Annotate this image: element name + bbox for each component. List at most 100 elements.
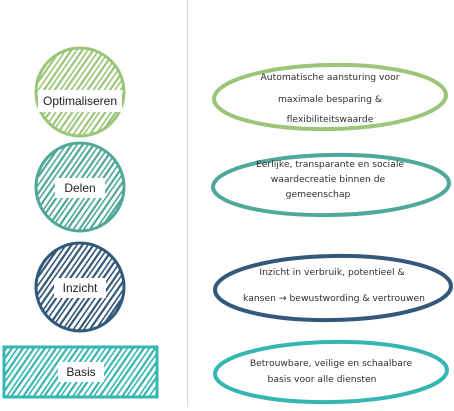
hatch-stroke — [0, 137, 33, 237]
hatch-stroke — [178, 237, 248, 337]
hatch-stroke — [36, 143, 40, 231]
hatch-stroke — [100, 243, 124, 331]
hatch-stroke — [83, 243, 124, 331]
oval-inzicht — [213, 253, 453, 323]
hatch-stroke — [151, 237, 220, 337]
hatch-stroke — [227, 137, 297, 237]
description-basis-line-1: Betrouwbare, veilige en schaalbare — [250, 358, 413, 369]
hatch-stroke — [227, 237, 297, 337]
hatch-stroke — [125, 351, 157, 397]
hatch-stroke — [87, 347, 125, 397]
layer-optimaliseren: Optimaliseren — [0, 42, 269, 142]
hatch-stroke — [4, 347, 15, 362]
circle-optimaliseren — [34, 46, 126, 138]
hatch-stroke — [223, 137, 292, 237]
hatch-stroke — [145, 237, 215, 337]
description-optimaliseren-line-3: flexibiliteitswaarde — [287, 114, 374, 125]
oval-optimaliseren — [212, 62, 448, 132]
hatch-stroke — [140, 42, 209, 142]
hatch-stroke — [110, 143, 124, 231]
hatch-stroke — [167, 137, 236, 237]
hatch-stroke — [116, 143, 124, 231]
hatch-stroke — [134, 137, 203, 237]
description-delen: Eerlijke, transparante en sociale waarde… — [211, 152, 451, 218]
hatch-stroke — [122, 143, 124, 231]
hatch-stroke — [151, 137, 220, 237]
hatch-stroke — [134, 237, 203, 337]
hatch-stroke — [141, 374, 157, 397]
hatch-stroke — [114, 347, 152, 397]
hatch-stroke — [0, 237, 33, 337]
hatch-stroke — [131, 359, 157, 397]
hatch-stroke — [89, 143, 124, 231]
hatch-stroke — [184, 237, 253, 337]
hatch-stroke — [167, 42, 236, 142]
label-bg-basis — [58, 362, 104, 382]
hatch-stroke — [200, 42, 269, 142]
hatch-stroke — [108, 347, 147, 397]
label-basis: Basis — [66, 365, 95, 379]
description-basis: Betrouwbare, veilige en schaalbare basis… — [213, 339, 449, 405]
hatch-stroke — [161, 137, 231, 237]
hatch-stroke — [0, 237, 28, 337]
hatch-stroke — [0, 42, 6, 142]
circle-delen — [34, 141, 126, 233]
label-bg-inzicht — [54, 278, 106, 298]
hatch-stroke — [163, 343, 203, 401]
layer-basis: Basis — [2, 343, 231, 401]
hatch-stroke — [200, 237, 269, 337]
hatch-stroke — [194, 237, 264, 337]
hatch-stroke — [194, 42, 264, 142]
hatch-stroke — [190, 237, 259, 337]
hatch-stroke — [140, 137, 209, 237]
hatch-stroke — [9, 347, 48, 397]
hatch-stroke — [223, 237, 292, 337]
hatch-stroke — [0, 137, 11, 237]
hatch-stroke — [36, 243, 90, 331]
hatch-stroke — [36, 48, 68, 136]
hatch-stroke — [0, 137, 22, 237]
hatch-stroke — [98, 347, 136, 397]
hatch-stroke — [26, 347, 64, 397]
hatch-stroke — [185, 343, 224, 401]
hatch-stroke — [0, 137, 28, 237]
hatch-stroke — [0, 137, 17, 237]
hatch-stroke — [157, 137, 226, 237]
hatch-stroke — [137, 368, 157, 397]
hatch-stroke — [134, 42, 203, 142]
hatch-stroke — [92, 347, 130, 397]
hatch-stroke — [36, 143, 79, 231]
hatch-stroke — [169, 343, 208, 401]
hatch-stroke — [190, 42, 259, 142]
hatch-stroke — [0, 237, 17, 337]
hatch-stroke — [122, 48, 124, 136]
hatch-stroke — [36, 243, 68, 331]
description-optimaliseren-line-1: Automatische aansturing voor — [261, 72, 400, 83]
hatch-stroke — [147, 383, 157, 397]
hatch-stroke — [36, 143, 68, 231]
hatch-stroke — [173, 343, 214, 401]
hatch-stroke — [106, 243, 124, 331]
hatch-stroke — [200, 137, 269, 237]
hatch-stroke — [21, 347, 59, 397]
hatch-stroke — [217, 137, 286, 237]
hatch-stroke — [140, 237, 209, 337]
layer-inzicht: Inzicht — [0, 237, 297, 337]
layer-delen: Delen — [0, 137, 297, 237]
hatch-stroke — [211, 137, 281, 237]
hatch-stroke — [211, 237, 281, 337]
oval-basis — [213, 339, 449, 405]
hatch-stroke — [77, 243, 124, 331]
hatch-stroke — [167, 237, 236, 337]
hatch-stroke — [190, 343, 231, 401]
hatch-stroke — [89, 48, 124, 136]
hatch-stroke — [161, 237, 231, 337]
hatch-stroke — [151, 42, 220, 142]
hatch-stroke — [145, 42, 215, 142]
hatch-stroke — [179, 343, 219, 401]
hatch-stroke — [178, 42, 248, 142]
description-optimaliseren: Automatische aansturing voor maximale be… — [212, 62, 448, 132]
rect-basis — [2, 345, 159, 399]
hatch-stroke — [83, 143, 124, 231]
